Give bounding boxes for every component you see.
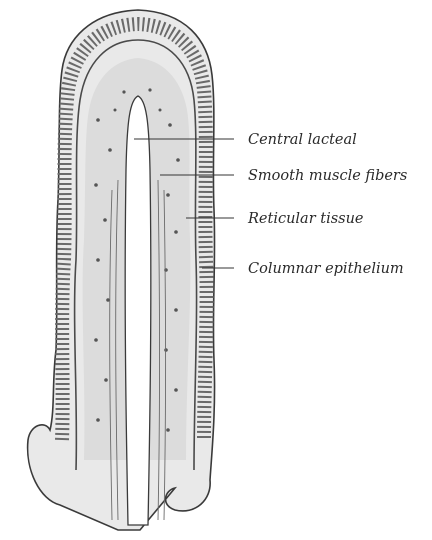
label-reticular-tissue: Reticular tissue [247,211,364,227]
villus-illustration [28,10,215,530]
central-lacteal-channel [125,96,151,525]
label-central-lacteal: Central lacteal [248,132,357,148]
label-columnar-epithelium: Columnar epithelium [248,261,404,277]
label-smooth-muscle-fibers: Smooth muscle fibers [248,168,407,184]
labels: Central lacteal Smooth muscle fibers Ret… [247,132,407,277]
